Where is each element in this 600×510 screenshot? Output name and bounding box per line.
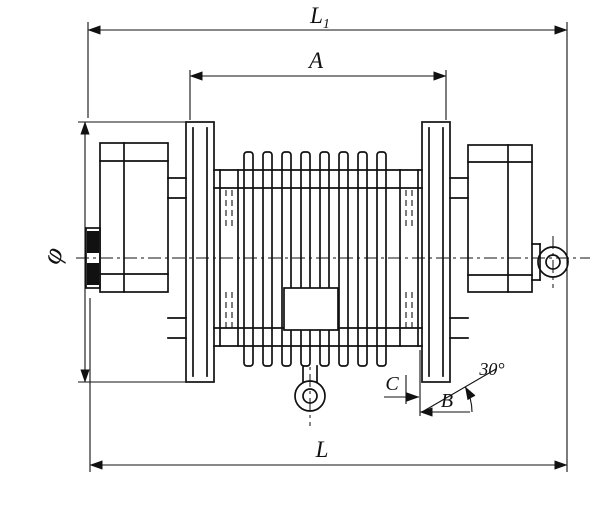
terminal-box: [283, 287, 339, 331]
dimension-a: A: [189, 48, 447, 120]
right-shaft-steps: [449, 177, 469, 339]
dimension-l: L: [89, 298, 568, 472]
label-l: L: [315, 437, 329, 462]
right-end-block: [467, 144, 533, 293]
machine-body: [85, 121, 569, 412]
finned-housing: [213, 151, 423, 367]
right-flange: [421, 121, 451, 383]
bottom-eye-ring: [294, 365, 326, 412]
label-phi: φ: [36, 243, 71, 269]
hidden-bolt-lines: [225, 190, 413, 328]
left-shaft-end: [85, 227, 101, 289]
label-a: A: [307, 48, 324, 73]
label-c: C: [385, 373, 399, 395]
angle-annotation: 30°: [421, 359, 505, 413]
centerlines: [76, 236, 590, 426]
left-flange: [185, 121, 215, 383]
label-b: B: [441, 390, 453, 412]
left-end-block: [99, 142, 169, 293]
dimension-c: C: [384, 350, 421, 416]
dimension-phi: φ: [36, 121, 186, 383]
right-eye-ring: [531, 243, 569, 281]
label-angle: 30°: [478, 359, 504, 379]
dimension-l1: L1: [87, 3, 568, 472]
label-l1: L1: [309, 3, 330, 32]
left-shaft-steps: [167, 177, 187, 339]
cooling-fins: [243, 151, 387, 367]
